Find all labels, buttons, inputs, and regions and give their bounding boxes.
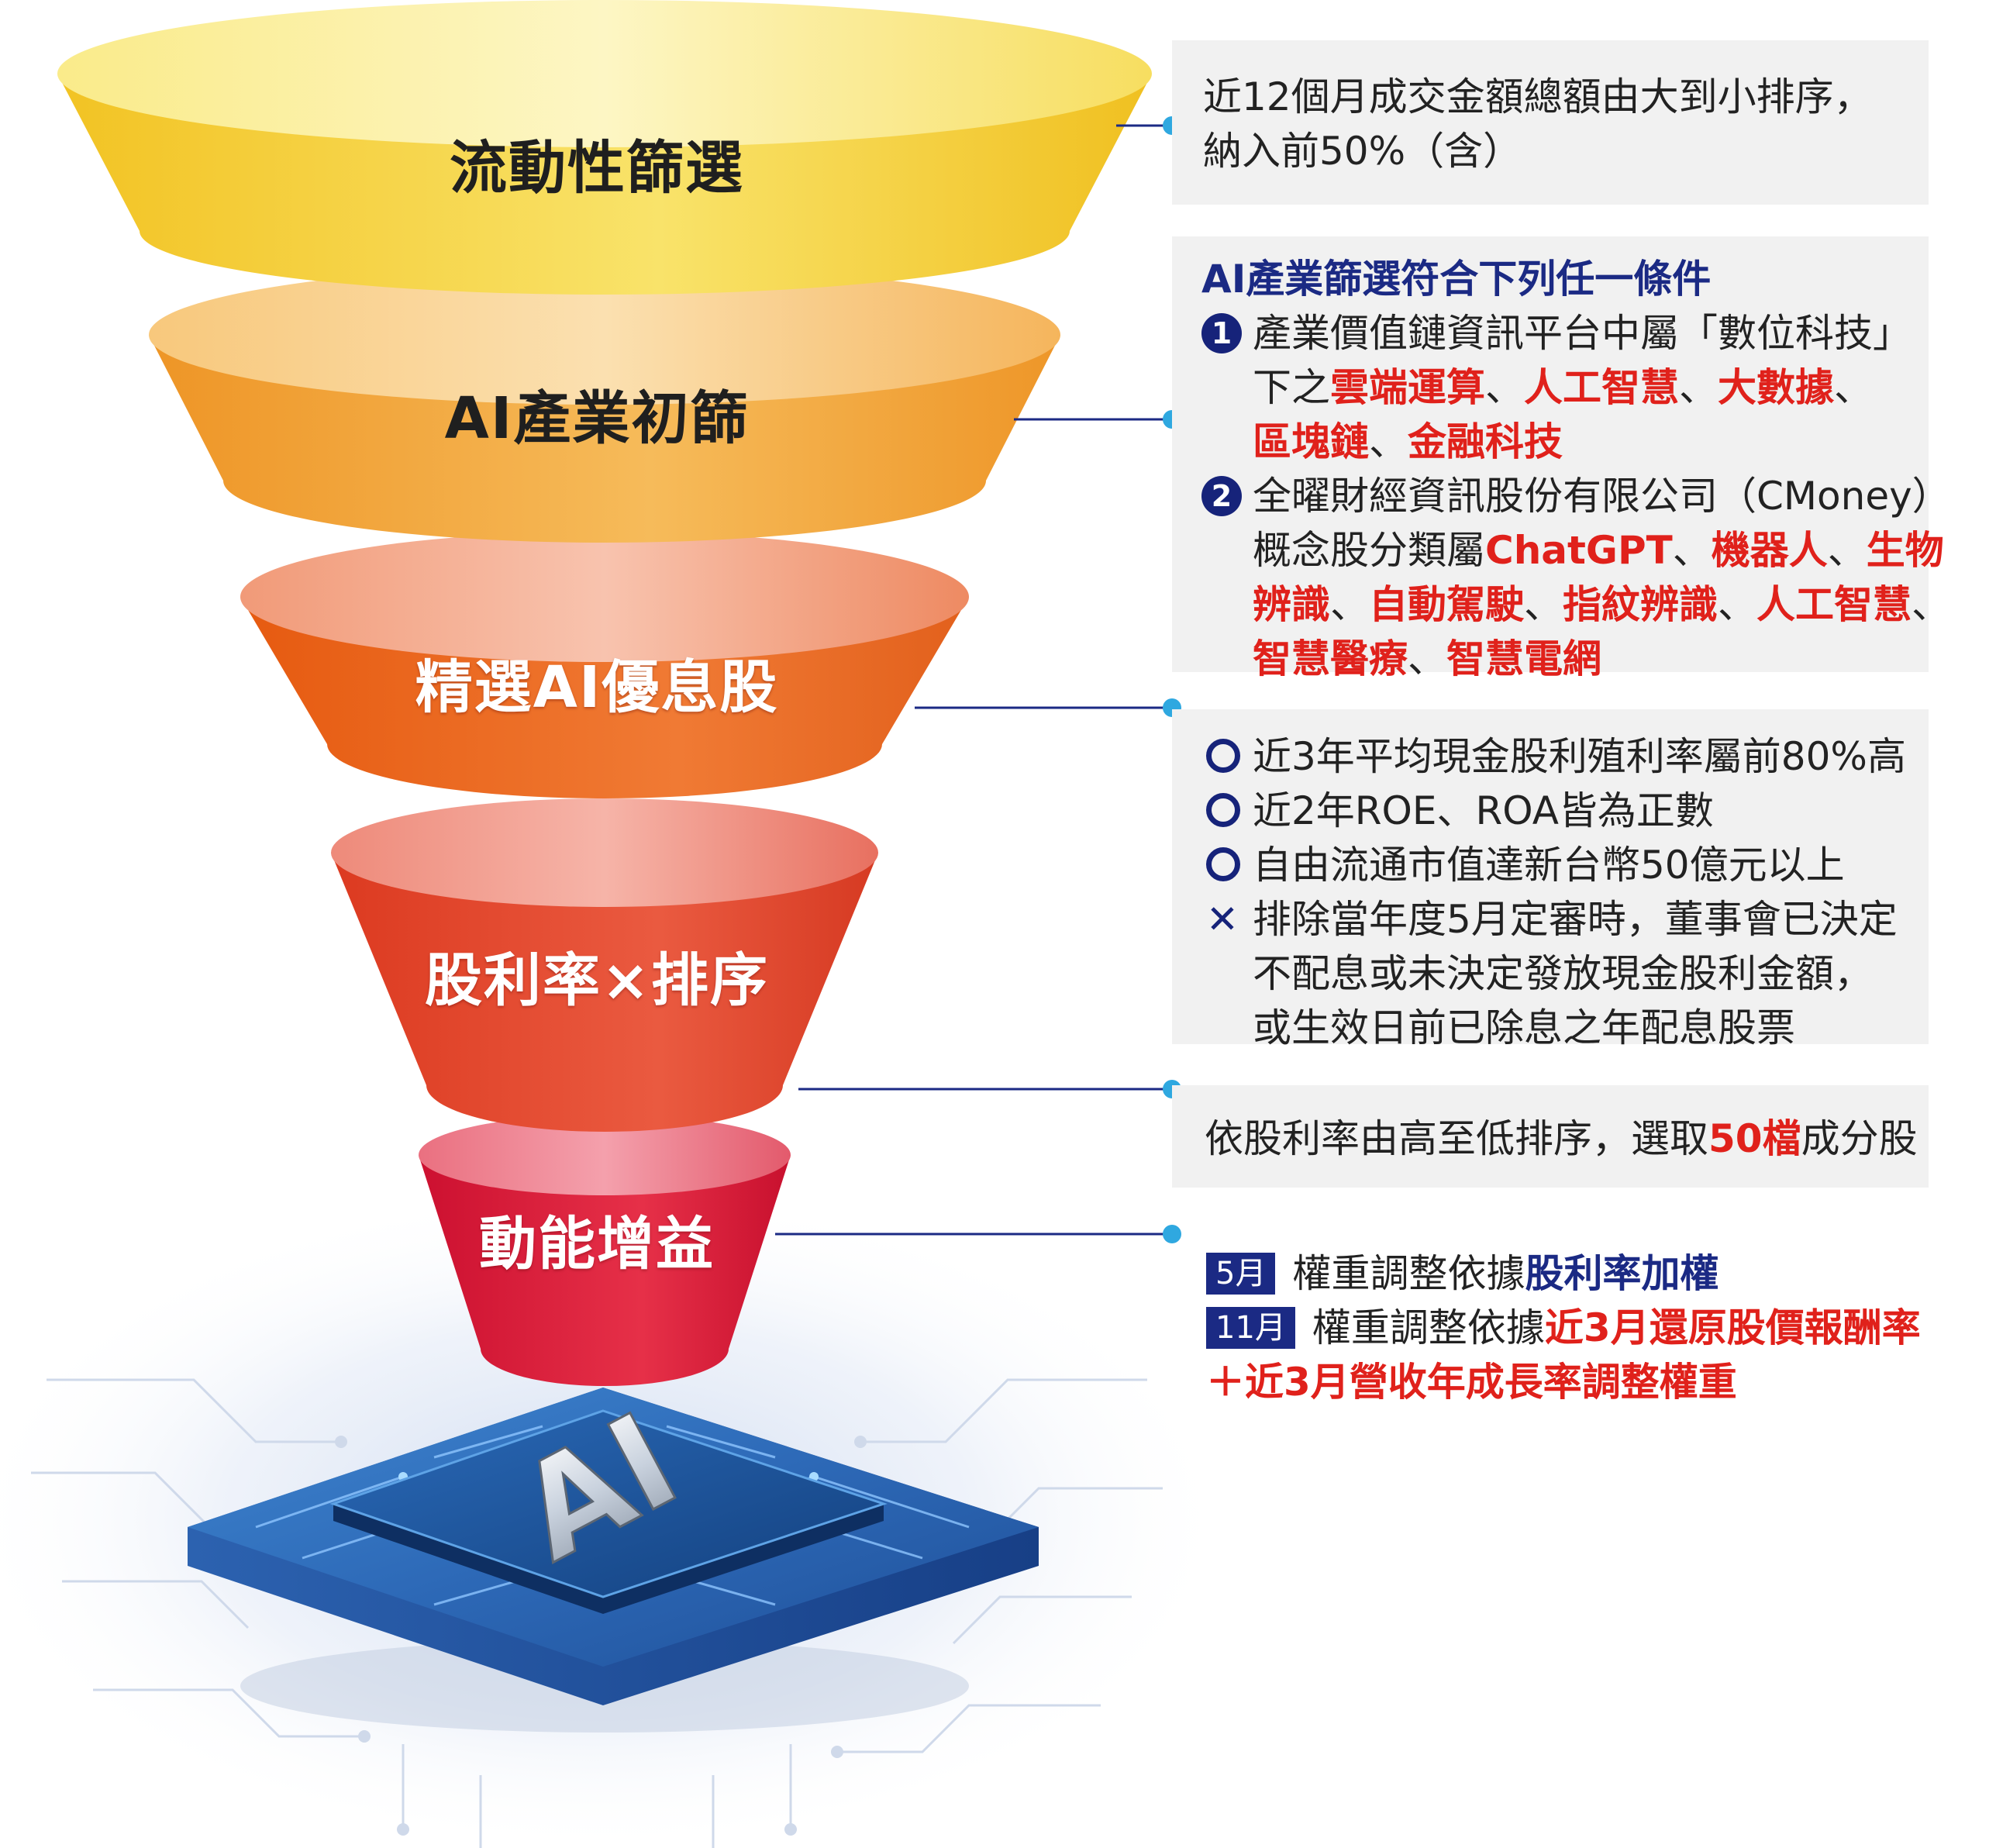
liquidity-line-1: 近12個月成交金額總額由大到小排序， bbox=[1203, 74, 1873, 119]
momentum-line-3: ＋近3月營收年成長率調整權重 bbox=[1206, 1360, 1737, 1405]
ai-criteria-1-text: 產業價值鏈資訊平台中屬「數位科技」 bbox=[1253, 311, 1912, 356]
keyword-fintech: 金融科技 bbox=[1408, 419, 1563, 464]
keyword-biometrics-part-2: 辨識 bbox=[1253, 582, 1330, 627]
exclusion-criterion: ✕ 排除當年度5月定審時，董事會已決定 bbox=[1206, 892, 1929, 946]
text-prefix: 下之 bbox=[1253, 365, 1330, 410]
stage-2-label: AI產業初篩 bbox=[444, 385, 750, 452]
separator: 、 bbox=[1834, 365, 1873, 410]
separator: 、 bbox=[1330, 582, 1369, 627]
exclusion-line-1: 排除當年度5月定審時，董事會已決定 bbox=[1253, 897, 1898, 942]
ranking-count: 50檔 bbox=[1708, 1116, 1801, 1161]
funnel-stage-5-shape bbox=[419, 1115, 791, 1386]
criterion-3: 自由流通市值達新台幣50億元以上 bbox=[1206, 838, 1929, 892]
keyword-ai-2: 人工智慧 bbox=[1756, 582, 1912, 627]
ai-criteria-1-line-3: 區塊鏈、金融科技 bbox=[1201, 415, 1929, 469]
separator: 、 bbox=[1672, 528, 1712, 573]
liquidity-line-2: 納入前50%（含） bbox=[1203, 129, 1522, 174]
separator: 、 bbox=[1718, 582, 1756, 627]
ai-criteria-1-line-2: 下之雲端運算、人工智慧、大數據、 bbox=[1201, 360, 1929, 415]
separator: 、 bbox=[1369, 419, 1408, 464]
keyword-big-data: 大數據 bbox=[1718, 365, 1834, 410]
stage-5-label: 動能增益 bbox=[479, 1211, 715, 1277]
circle-check-icon bbox=[1206, 729, 1253, 784]
stage-3-label: 精選AI優息股 bbox=[415, 654, 779, 721]
ai-chip: AI bbox=[188, 1383, 1039, 1732]
connector-dot-5 bbox=[1163, 1225, 1181, 1243]
keyword-biometrics-part-1: 生物 bbox=[1866, 528, 1944, 573]
separator: 、 bbox=[1912, 582, 1950, 627]
dividend-criteria-box: 近3年平均現金股利殖利率屬前80%高 近2年ROE、ROA皆為正數 自由流通市值… bbox=[1172, 709, 1929, 1050]
keyword-self-driving: 自動駕駛 bbox=[1369, 582, 1524, 627]
criterion-2-text: 近2年ROE、ROA皆為正數 bbox=[1253, 788, 1714, 833]
criterion-1-text: 近3年平均現金股利殖利率屬前80%高 bbox=[1253, 734, 1906, 779]
ai-criteria-2-line-4: 智慧醫療、智慧電網 bbox=[1201, 632, 1929, 686]
number-2-badge: 2 bbox=[1201, 476, 1242, 516]
keyword-cloud: 雲端運算 bbox=[1330, 365, 1485, 410]
momentum-highlight-1: 股利率加權 bbox=[1525, 1251, 1719, 1296]
separator: 、 bbox=[1485, 365, 1524, 410]
momentum-text-2: 權重調整依據 bbox=[1312, 1305, 1545, 1350]
exclusion-line-3: 或生效日前已除息之年配息股票 bbox=[1253, 1005, 1795, 1050]
keyword-chatgpt: ChatGPT bbox=[1485, 528, 1673, 573]
momentum-line-1: 5月權重調整依據股利率加權 bbox=[1206, 1246, 1929, 1301]
number-1-badge: 1 bbox=[1201, 313, 1242, 353]
funnel-stage-3-shape bbox=[240, 532, 969, 798]
momentum-highlight-2: 近3月還原股價報酬率 bbox=[1544, 1305, 1921, 1350]
circle-check-icon bbox=[1206, 838, 1253, 892]
keyword-smart-grid: 智慧電網 bbox=[1446, 636, 1601, 681]
month-tag-november: 11月 bbox=[1206, 1307, 1295, 1349]
liquidity-box: 近12個月成交金額總額由大到小排序， 納入前50%（含） bbox=[1172, 40, 1929, 205]
ai-criteria-2-line-3: 辨識、自動駕駛、指紋辨識、人工智慧、 bbox=[1201, 578, 1950, 632]
keyword-blockchain: 區塊鏈 bbox=[1253, 419, 1369, 464]
separator: 、 bbox=[1408, 636, 1446, 681]
ranking-prefix: 依股利率由高至低排序，選取 bbox=[1205, 1116, 1708, 1161]
circle-check-icon bbox=[1206, 784, 1253, 838]
funnel-stage-2-shape bbox=[149, 265, 1060, 543]
keyword-fingerprint: 指紋辨識 bbox=[1563, 582, 1718, 627]
connector-lines bbox=[775, 124, 1172, 1236]
ai-criteria-2-text: 全曜財經資訊股份有限公司（CMoney） bbox=[1253, 474, 1951, 519]
separator: 、 bbox=[1679, 365, 1718, 410]
stage-4-label: 股利率×排序 bbox=[424, 947, 769, 1014]
momentum-box: 5月權重調整依據股利率加權 11月權重調整依據近3月還原股價報酬率 ＋近3月營收… bbox=[1172, 1246, 1929, 1417]
ranking-suffix: 成分股 bbox=[1801, 1116, 1918, 1161]
ai-criteria-2-line-1: 2 全曜財經資訊股份有限公司（CMoney） bbox=[1201, 469, 1951, 523]
cross-icon: ✕ bbox=[1206, 897, 1239, 942]
stage-1-label: 流動性篩選 bbox=[450, 135, 744, 202]
momentum-line-2: 11月權重調整依據近3月還原股價報酬率 bbox=[1206, 1301, 1929, 1355]
keyword-robot: 機器人 bbox=[1711, 528, 1828, 573]
momentum-text-1: 權重調整依據 bbox=[1292, 1251, 1525, 1296]
exclusion-line-2: 不配息或未決定發放現金股利金額， bbox=[1253, 951, 1873, 996]
criterion-2: 近2年ROE、ROA皆為正數 bbox=[1206, 784, 1929, 838]
keyword-smart-healthcare: 智慧醫療 bbox=[1253, 636, 1408, 681]
ranking-text: 依股利率由高至低排序，選取50檔成分股 bbox=[1205, 1112, 1929, 1166]
ai-screen-box: AI產業篩選符合下列任一條件 1 產業價值鏈資訊平台中屬「數位科技」 下之雲端運算… bbox=[1172, 236, 1951, 681]
ranking-box: 依股利率由高至低排序，選取50檔成分股 bbox=[1172, 1085, 1929, 1188]
separator: 、 bbox=[1524, 582, 1563, 627]
ai-screen-title: AI產業篩選符合下列任一條件 bbox=[1201, 257, 1712, 302]
month-tag-may: 5月 bbox=[1206, 1253, 1276, 1295]
funnel-stage-4-shape bbox=[331, 798, 878, 1132]
text-prefix: 概念股分類屬 bbox=[1253, 528, 1485, 573]
ai-criteria-2-line-2: 概念股分類屬ChatGPT、機器人、生物 bbox=[1201, 523, 1944, 578]
criterion-3-text: 自由流通市值達新台幣50億元以上 bbox=[1253, 843, 1845, 888]
keyword-ai: 人工智慧 bbox=[1524, 365, 1679, 410]
funnel-stage-1-shape bbox=[57, 0, 1152, 295]
separator: 、 bbox=[1827, 528, 1867, 573]
ai-criteria-1-line-1: 1 產業價值鏈資訊平台中屬「數位科技」 bbox=[1201, 306, 1929, 360]
criterion-1: 近3年平均現金股利殖利率屬前80%高 bbox=[1206, 729, 1929, 784]
